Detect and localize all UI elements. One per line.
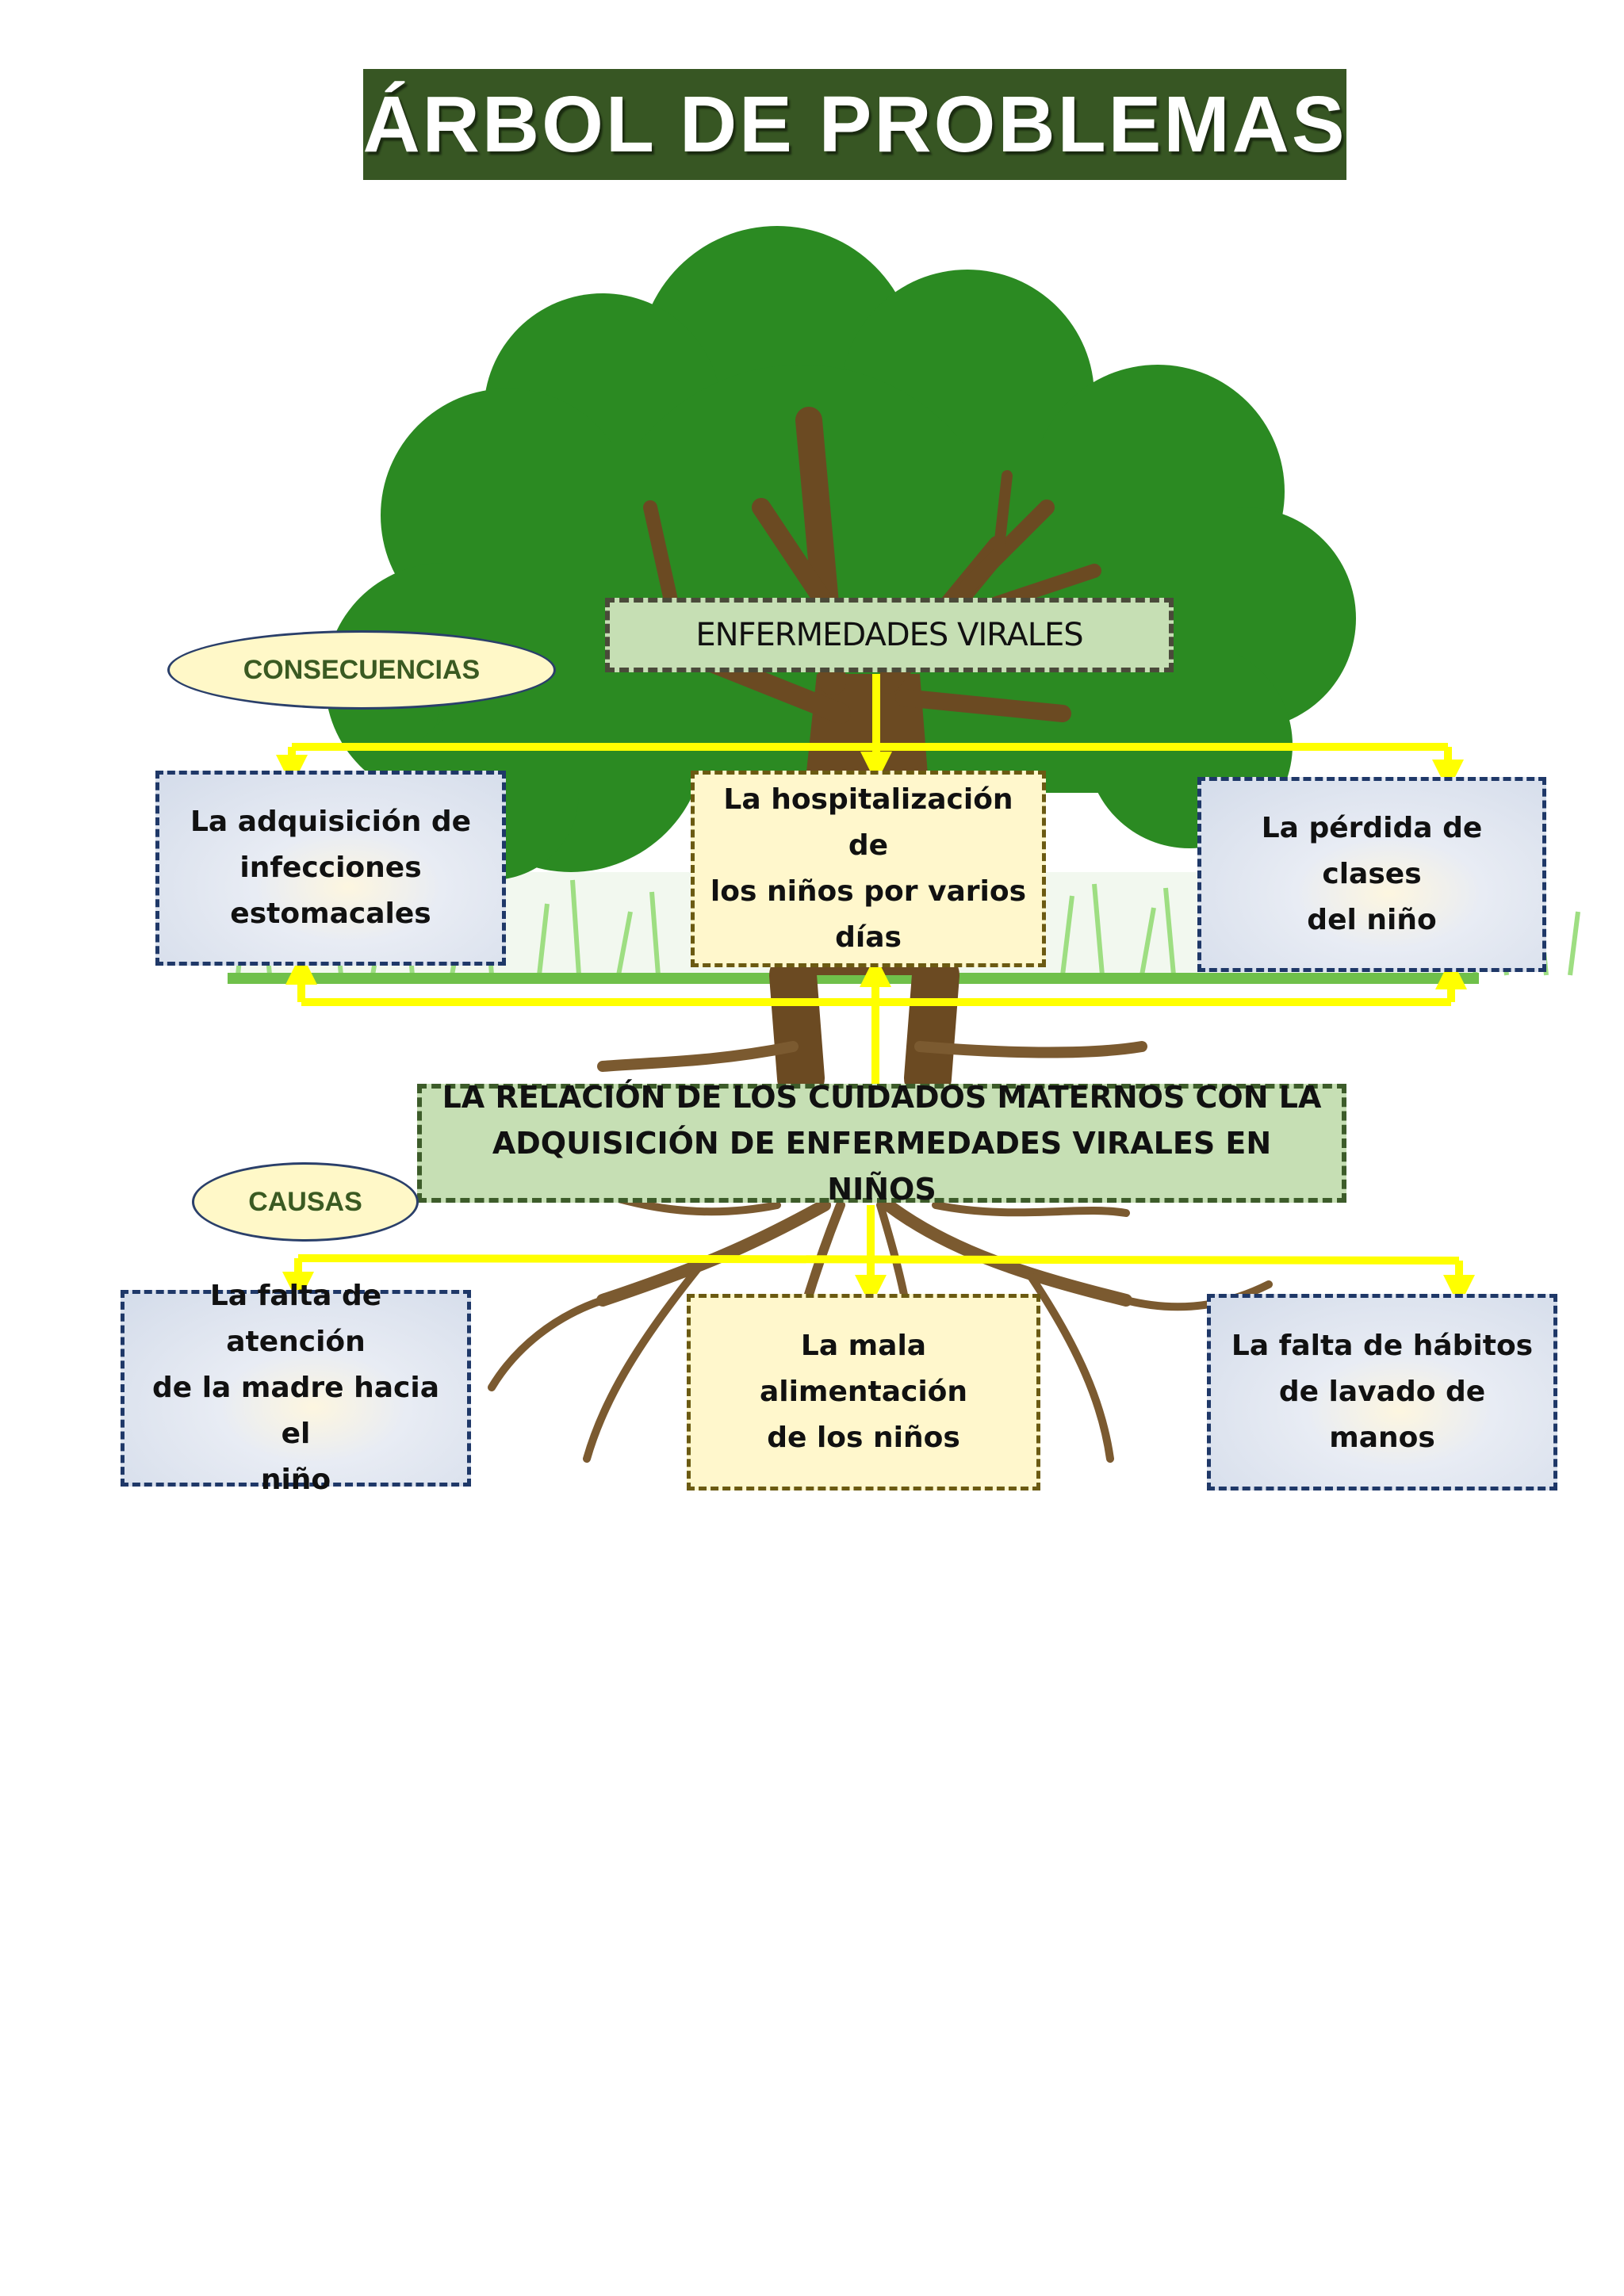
cause-2-line-2: de los niños <box>767 1422 960 1454</box>
consequences-label: CONSECUENCIAS <box>167 630 556 710</box>
consequence-box-1: La adquisición de infecciones estomacale… <box>155 771 506 966</box>
consequence-box-3: La pérdida de clases del niño <box>1197 777 1546 972</box>
cause-3-line-2: de lavado de manos <box>1278 1376 1486 1454</box>
page-title: ÁRBOL DE PROBLEMAS <box>362 69 1347 180</box>
central-problem-box: ENFERMEDADES VIRALES <box>605 598 1174 672</box>
consequence-2-line-2: los niños por varios <box>710 875 1027 908</box>
main-cause-line-2: ADQUISICIÓN DE ENFERMEDADES VIRALES EN N… <box>492 1126 1272 1207</box>
causes-label: CAUSAS <box>192 1162 419 1242</box>
consequences-label-text: CONSECUENCIAS <box>243 654 481 685</box>
consequence-3-line-1: La pérdida de clases <box>1261 812 1483 890</box>
connector-arrows <box>276 674 1475 1307</box>
cause-1-line-2: de la madre hacia el <box>151 1372 440 1450</box>
cause-box-2: La mala alimentación de los niños <box>687 1294 1040 1490</box>
consequence-1-line-3: estomacales <box>230 897 431 930</box>
main-cause-box: LA RELACIÓN DE LOS CUIDADOS MATERNOS CON… <box>417 1080 1346 1207</box>
cause-box-1: La falta de atención de la madre hacia e… <box>121 1280 471 1496</box>
consequence-1-line-1: La adquisición de <box>190 806 472 838</box>
cause-box-3: La falta de hábitos de lavado de manos <box>1207 1294 1557 1490</box>
consequence-box-2: La hospitalización de los niños por vari… <box>691 771 1046 967</box>
central-problem-text: ENFERMEDADES VIRALES <box>695 617 1083 653</box>
cause-1-line-1: La falta de atención <box>209 1280 382 1358</box>
consequence-3-line-2: del niño <box>1307 904 1437 936</box>
page-title-text: ÁRBOL DE PROBLEMAS <box>362 79 1347 169</box>
main-cause-line-1: LA RELACIÓN DE LOS CUIDADOS MATERNOS CON… <box>442 1080 1322 1115</box>
cause-3-line-1: La falta de hábitos <box>1231 1330 1534 1362</box>
cause-1-line-3: niño <box>260 1464 331 1496</box>
consequence-2-line-1: La hospitalización de <box>723 783 1013 862</box>
consequence-1-line-2: infecciones <box>239 851 422 884</box>
cause-2-line-1: La mala alimentación <box>759 1330 968 1408</box>
consequence-2-line-3: días <box>835 921 902 954</box>
causes-label-text: CAUSAS <box>248 1186 362 1217</box>
